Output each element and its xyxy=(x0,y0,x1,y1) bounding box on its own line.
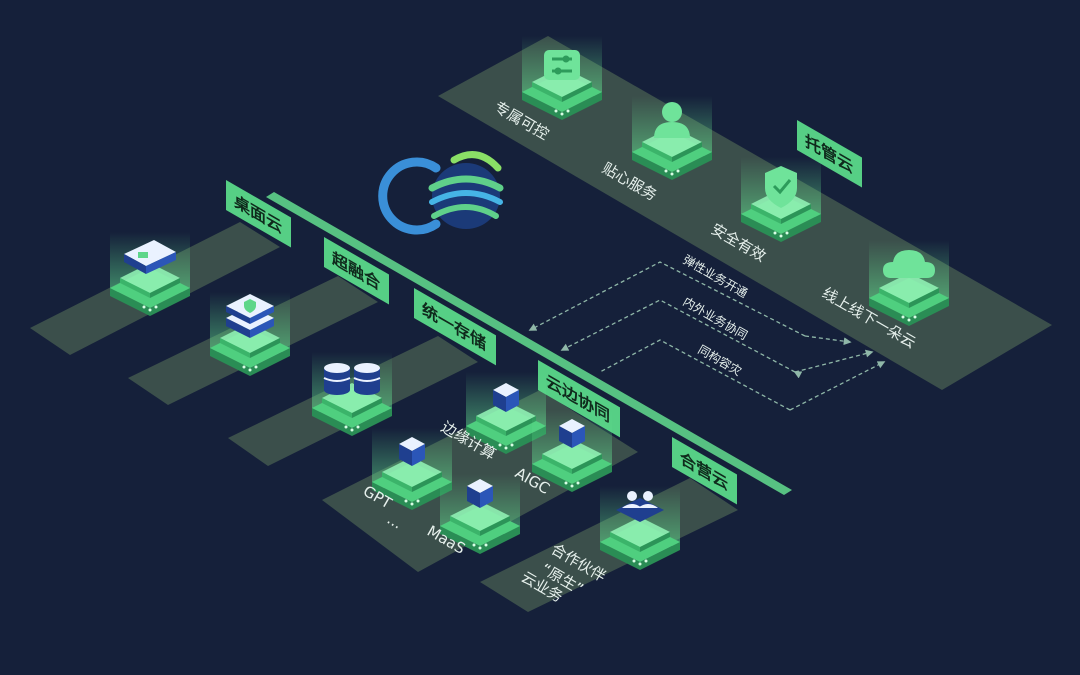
cube-icon xyxy=(399,437,425,466)
sliders-icon xyxy=(552,55,572,75)
cube-icon xyxy=(559,419,585,448)
desktop-block xyxy=(110,232,190,316)
cube-icon xyxy=(467,479,493,508)
flow-arrow-3 xyxy=(599,339,791,411)
server-stack-icon xyxy=(226,294,274,338)
flow-arrow-1 xyxy=(528,261,806,337)
partner-block xyxy=(600,486,680,570)
edge-block-2 xyxy=(532,410,612,492)
database-icon xyxy=(323,363,381,395)
cube-icon xyxy=(493,383,519,412)
hci-block xyxy=(210,292,290,376)
tuoguan-item-2: 贴心服务 xyxy=(599,96,712,204)
cloud-icon xyxy=(883,250,935,278)
thin-client-icon xyxy=(124,240,176,274)
divider-bar xyxy=(266,192,792,495)
edge-block-4 xyxy=(440,474,520,554)
edge-block-3 xyxy=(372,428,452,510)
partners-icon xyxy=(616,491,664,522)
user-icon xyxy=(654,102,690,138)
shield-check-icon xyxy=(765,166,797,208)
storage-block xyxy=(312,352,392,436)
flow-label-2: 内外业务协同 xyxy=(681,294,751,343)
flow-arrow-2 xyxy=(560,299,803,379)
logo-icon xyxy=(378,151,504,235)
